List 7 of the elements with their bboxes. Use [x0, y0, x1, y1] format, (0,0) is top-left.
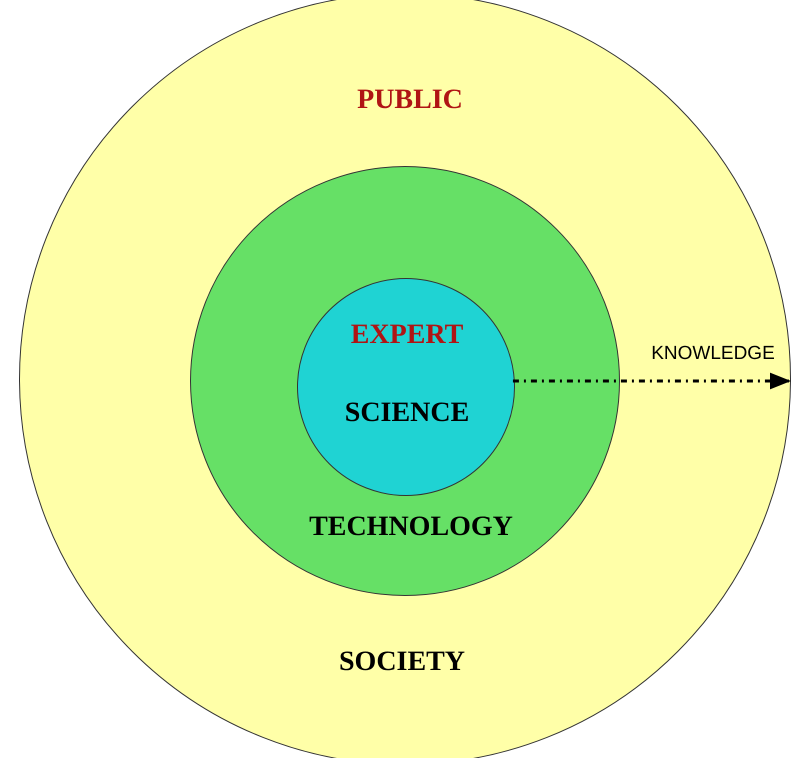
circle-label: SCIENCE	[344, 397, 470, 429]
circle-label: SOCIETY	[338, 646, 466, 678]
circle-label: PUBLIC	[357, 84, 463, 116]
circle-label: EXPERT	[350, 319, 464, 351]
edge-label: KNOWLEDGE	[651, 343, 775, 365]
arrow	[512, 372, 791, 390]
circle-label: TECHNOLOGY	[309, 511, 513, 543]
